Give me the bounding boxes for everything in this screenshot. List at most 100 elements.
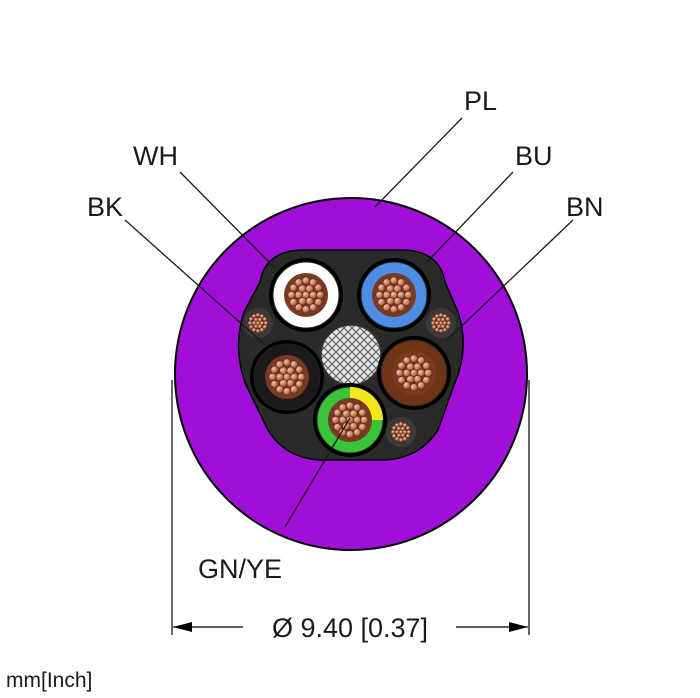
white-conductor-strand — [289, 298, 298, 307]
black-conductor-strand — [282, 358, 292, 367]
blue-conductor-strand — [402, 283, 411, 292]
gnye-conductor-strand — [353, 403, 362, 412]
gnye-conductor-strand — [360, 415, 369, 425]
black-conductor-strand — [282, 387, 292, 396]
leader-bk — [124, 219, 264, 344]
white-conductor-strand — [314, 298, 323, 307]
small-wire-strand — [446, 320, 452, 326]
small-wire-strand — [430, 320, 436, 326]
gnye-conductor-strand — [345, 401, 355, 410]
small-wire-strand — [390, 429, 396, 435]
small-wire-strand — [255, 328, 261, 334]
small-wire-strand — [445, 316, 451, 322]
white-conductor-strand — [287, 290, 296, 300]
black-conductor — [250, 340, 324, 414]
white-conductor-strand — [298, 297, 307, 306]
black-conductor-strand — [279, 379, 288, 388]
white-conductor-strand — [294, 278, 303, 287]
brown-conductor-strand — [409, 354, 419, 363]
small-wire-strand — [394, 422, 400, 428]
gnye-conductor-strand — [345, 430, 355, 439]
black-conductor-strand — [290, 385, 299, 394]
gnye-conductor-strand — [358, 408, 367, 417]
small-wire-strand — [405, 433, 411, 439]
small-wire-strand — [251, 313, 257, 319]
small-wire-strand — [436, 324, 442, 329]
label-bu: BU — [515, 141, 553, 171]
brown-conductor-strand — [422, 376, 431, 385]
arrowhead-right — [509, 622, 528, 632]
small-wire-bundle — [386, 417, 416, 447]
leader-wh — [179, 171, 276, 269]
leader-bu — [426, 171, 514, 263]
blue-conductor-strand — [375, 290, 384, 300]
small-wire-strand — [438, 312, 444, 318]
label-bk: BK — [87, 192, 123, 222]
brown-conductor-strand — [402, 381, 411, 390]
small-wire-strand — [253, 324, 259, 329]
dimension-label: Ø 9.40 [0.37] — [272, 613, 428, 643]
blue-conductor-strand — [389, 305, 399, 314]
small-wire-strand — [262, 316, 268, 322]
white-conductor-strand — [305, 284, 314, 293]
gnye-conductor-strand — [333, 423, 342, 432]
brown-conductor-strand — [422, 361, 431, 370]
blue-conductor-strand — [402, 298, 411, 307]
brown-conductor-strand — [406, 375, 415, 384]
small-wire-strand — [440, 317, 446, 322]
label-wh: WH — [133, 141, 178, 171]
small-wire-strand — [400, 426, 406, 431]
black-conductor-strand — [268, 372, 277, 382]
small-wire-strand — [391, 433, 397, 439]
brown-conductor-strand — [402, 356, 411, 365]
white-conductor-strand — [294, 303, 303, 312]
small-wire-strand — [434, 327, 440, 333]
blue-conductor-strand — [393, 284, 402, 293]
leader-bn — [446, 219, 574, 341]
black-conductor-strand — [295, 365, 304, 374]
small-wire-strand — [259, 313, 265, 319]
blue-conductor — [357, 258, 431, 332]
label-gnye: GN/YE — [198, 554, 282, 584]
small-wire-strand — [442, 313, 448, 319]
brown-conductor-strand — [395, 368, 404, 378]
small-wire-strand — [255, 312, 261, 318]
gnye-conductor-strand — [358, 423, 367, 432]
white-conductor-strand — [316, 290, 325, 300]
brown-conductor-strand — [417, 381, 426, 390]
blue-conductor-strand — [386, 297, 395, 306]
blue-conductor-strand — [397, 278, 406, 287]
small-wire-strand — [263, 320, 269, 326]
white-conductor-strand — [309, 278, 318, 287]
black-conductor-strand — [270, 365, 279, 374]
center-braid — [320, 324, 382, 386]
blue-conductor-strand — [377, 283, 386, 292]
brown-conductor-strand — [409, 383, 419, 392]
brown-conductor — [377, 336, 451, 410]
brown-conductor-strand — [397, 361, 406, 370]
black-conductor-strand — [286, 366, 295, 375]
black-conductor-strand — [275, 360, 284, 369]
leader-gnye — [284, 417, 351, 528]
blue-conductor-strand — [382, 303, 391, 312]
black-conductor-strand — [295, 380, 304, 389]
label-bn: BN — [566, 192, 604, 222]
white-conductor — [269, 258, 343, 332]
black-conductor-strand — [275, 385, 284, 394]
black-conductor-strand — [297, 372, 306, 382]
gnye-conductor-strand — [353, 428, 362, 437]
white-conductor-strand — [314, 283, 323, 292]
white-conductor-strand — [289, 283, 298, 292]
small-wire-strand — [396, 433, 402, 438]
blue-conductor-strand — [397, 303, 406, 312]
small-wire-strand — [248, 316, 254, 322]
gnye-conductor — [313, 383, 387, 457]
small-wire-strand — [398, 437, 404, 443]
blue-conductor-strand — [404, 290, 413, 300]
small-wire-strand — [259, 327, 265, 333]
gnye-conductor-strand — [333, 408, 342, 417]
small-wire-strand — [257, 317, 263, 322]
small-wire-strand — [251, 327, 257, 333]
brown-conductor-strand — [417, 356, 426, 365]
brown-conductor-strand — [424, 368, 433, 378]
